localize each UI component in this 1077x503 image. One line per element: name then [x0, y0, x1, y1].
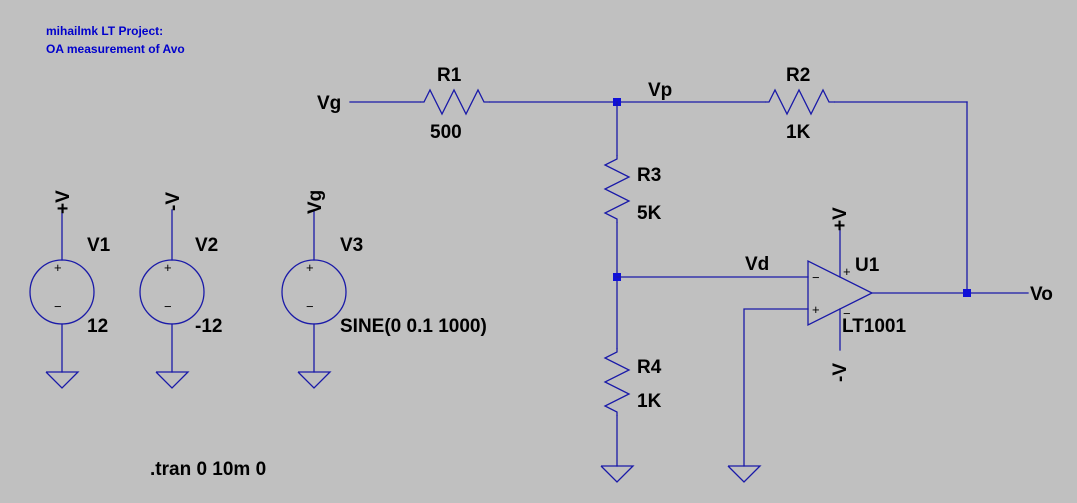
- r1-value: 500: [430, 122, 462, 143]
- junction-vo[interactable]: [963, 289, 971, 297]
- title-line-1: mihailmk LT Project:: [46, 24, 163, 38]
- net-label-v1[interactable]: +V: [53, 190, 74, 214]
- net-label-vo[interactable]: Vo: [1030, 284, 1053, 305]
- v3-value: SINE(0 0.1 1000): [340, 316, 487, 337]
- resistor-r4[interactable]: [603, 348, 631, 416]
- v3-name: V3: [340, 235, 363, 256]
- net-label-vp[interactable]: Vp: [648, 80, 672, 101]
- resistor-r2[interactable]: [765, 88, 835, 116]
- ground-icon-v2: [155, 371, 190, 389]
- title-line-2: OA measurement of Avo: [46, 42, 185, 56]
- opamp-noninverting-sign: +: [812, 302, 820, 317]
- net-label-u1-plus-v[interactable]: +V: [830, 207, 851, 231]
- net-label-u1-minus-v[interactable]: -V: [830, 363, 851, 382]
- v3-minus-sign: −: [306, 299, 314, 314]
- net-label-vg-input[interactable]: Vg: [317, 93, 341, 114]
- ground-icon-opamp: [727, 465, 762, 483]
- spice-directive[interactable]: .tran 0 10m 0: [150, 459, 266, 480]
- r2-name: R2: [786, 65, 810, 86]
- r2-value: 1K: [786, 122, 811, 143]
- net-label-vd[interactable]: Vd: [745, 254, 769, 275]
- voltage-source-v3[interactable]: [281, 259, 347, 325]
- ground-icon-r4: [600, 465, 635, 483]
- net-label-v2[interactable]: -V: [163, 192, 184, 211]
- r3-value: 5K: [637, 203, 662, 224]
- v2-name: V2: [195, 235, 218, 256]
- ground-icon-v3: [297, 371, 332, 389]
- v1-minus-sign: −: [54, 299, 62, 314]
- r4-name: R4: [637, 357, 662, 378]
- net-label-v3[interactable]: Vg: [305, 190, 326, 214]
- voltage-source-v1[interactable]: [29, 259, 95, 325]
- opamp-supply-minus-sign: −: [843, 306, 851, 321]
- v3-plus-sign: +: [306, 260, 314, 275]
- v2-plus-sign: +: [164, 260, 172, 275]
- v1-value: 12: [87, 316, 108, 337]
- opamp-supply-plus-sign: +: [843, 264, 851, 279]
- v1-name: V1: [87, 235, 111, 256]
- v2-value: -12: [195, 316, 222, 337]
- ground-icon-v1: [45, 371, 80, 389]
- resistor-r1[interactable]: [420, 88, 490, 116]
- voltage-source-v2[interactable]: [139, 259, 205, 325]
- resistor-r3[interactable]: [603, 155, 631, 223]
- v1-plus-sign: +: [54, 260, 62, 275]
- wire-noninverting-to-ground[interactable]: [743, 308, 809, 467]
- r3-name: R3: [637, 165, 661, 186]
- v2-minus-sign: −: [164, 299, 172, 314]
- opamp-inverting-sign: −: [812, 270, 820, 285]
- r4-value: 1K: [637, 391, 662, 412]
- u1-name: U1: [855, 255, 880, 276]
- u1-value: LT1001: [842, 316, 907, 337]
- r1-name: R1: [437, 65, 462, 86]
